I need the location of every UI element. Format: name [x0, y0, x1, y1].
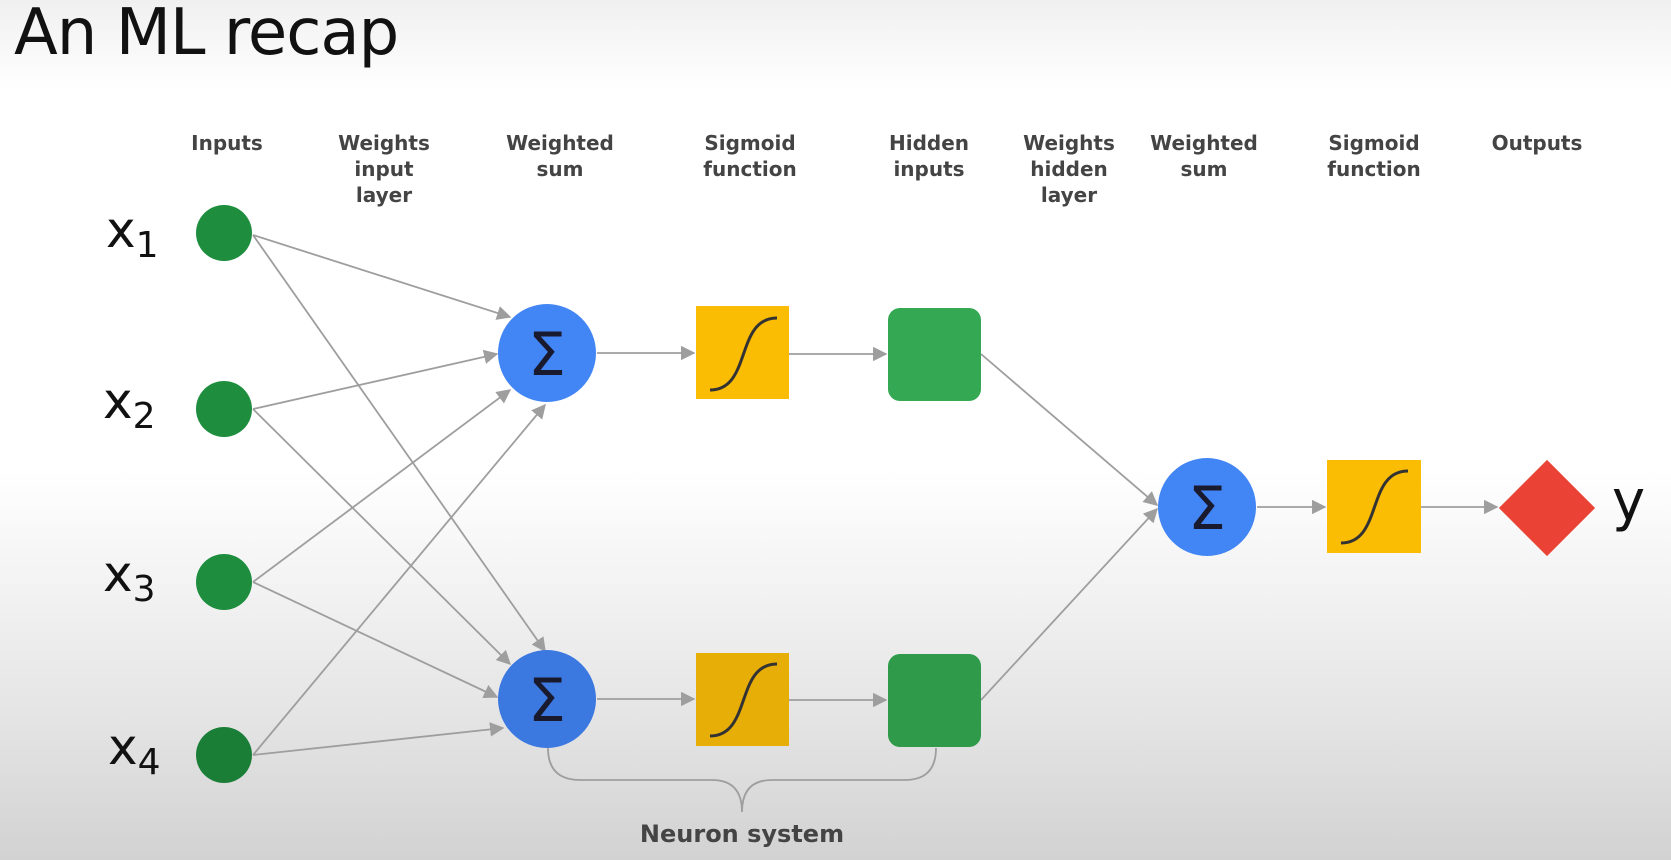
edges — [252, 234, 1499, 756]
input-node-x1 — [196, 205, 252, 261]
sum-symbol-2: Σ — [528, 666, 566, 736]
sum-node-2 — [498, 650, 596, 748]
sigmoid-boxes — [696, 306, 1421, 746]
sum-nodes: Σ Σ Σ — [498, 304, 1256, 748]
sum-node-1 — [498, 304, 596, 402]
input-label-x2: x2 — [103, 372, 156, 437]
edge-x3-sum2 — [252, 581, 499, 698]
neuron-system-brace — [547, 747, 937, 813]
sigmoid-curve-icon — [709, 662, 778, 738]
col-label-weights-hidden-layer: Weights hidden layer — [1023, 131, 1115, 207]
edge-x4-sum2 — [252, 722, 505, 756]
col-label-sigmoid-function-2: Sigmoid function — [1327, 131, 1421, 181]
sum-symbol-3: Σ — [1188, 474, 1226, 544]
edge-x4-sum1 — [252, 403, 546, 756]
hidden-node-2 — [888, 654, 981, 747]
hidden-node-1 — [888, 308, 981, 401]
sigmoid-curve-icon — [709, 316, 778, 392]
input-label-x4: x4 — [108, 718, 161, 783]
edge-hidden1-sum3 — [980, 353, 1159, 506]
edge-x2-sum2 — [252, 408, 512, 666]
col-label-weighted-sum-1: Weighted sum — [506, 131, 614, 181]
col-label-hidden-inputs: Hidden inputs — [888, 131, 970, 181]
sum-symbol-1: Σ — [528, 320, 566, 390]
edge-hidden2-sum3 — [980, 507, 1158, 701]
neuron-system-label: Neuron system — [639, 820, 845, 848]
col-label-weights-input-layer: Weights input layer — [338, 131, 430, 207]
edge-x3-sum1 — [252, 389, 512, 583]
input-label-x1: x1 — [106, 201, 159, 266]
input-nodes — [196, 205, 252, 783]
output-label-y: y — [1612, 469, 1646, 534]
col-label-sigmoid-function-1: Sigmoid function — [703, 131, 797, 181]
hidden-nodes — [888, 308, 981, 747]
sigmoid-curve-icon — [1340, 469, 1409, 545]
output-node — [1498, 459, 1596, 557]
col-label-inputs: Inputs — [191, 131, 263, 155]
input-label-x3: x3 — [103, 545, 156, 610]
edge-x2-sum1 — [252, 349, 499, 410]
input-node-x3 — [196, 554, 252, 610]
col-label-weighted-sum-2: Weighted sum — [1150, 131, 1258, 181]
edge-x1-sum1 — [252, 234, 512, 320]
slide-title: An ML recap — [14, 0, 399, 70]
edge-x1-sum2 — [252, 234, 546, 653]
col-label-outputs: Outputs — [1491, 131, 1583, 155]
sum-node-3 — [1158, 458, 1256, 556]
input-node-x2 — [196, 381, 252, 437]
input-node-x4 — [196, 727, 252, 783]
